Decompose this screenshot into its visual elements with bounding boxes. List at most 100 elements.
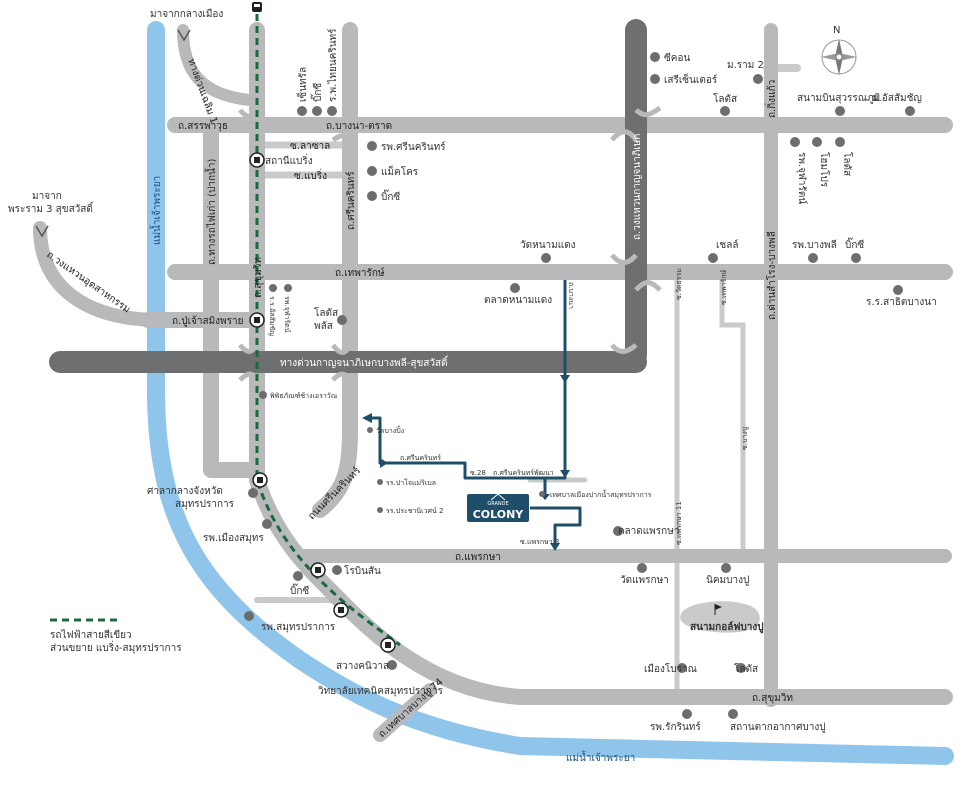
poi-dots (244, 52, 915, 719)
poi-bigc-3: บิ๊กซี (845, 237, 864, 251)
entry-arrow-icon (177, 29, 191, 42)
poi-golf: สนามกอล์ฟบางปู (690, 621, 764, 634)
road-sanphawut: ถ.สรรพาวุธ (178, 121, 228, 132)
poi-seri-center: เสรีเซ็นเตอร์ (664, 72, 718, 86)
legend-rail-line2: ส่วนขยาย แบริ่ง-สมุทรปราการ (50, 640, 182, 654)
from-rama3-line1: มาจาก (32, 191, 62, 202)
poi-robinson: โรบินสัน (344, 564, 381, 577)
road-soi-wat-thamma: ซ.วัดธรรม (675, 268, 683, 300)
train-stations (249, 2, 396, 653)
poi-city-hall-1: ศาลากลางจังหวัด (147, 486, 223, 497)
arrow-icon (560, 470, 570, 478)
road-soi-bangpu: ซ.บางปู (741, 426, 749, 450)
poi-hosp-samut: รพ.สมุทรปราการ (261, 622, 336, 633)
poi-tech-college: วิทยาลัยเทคนิคสมุทรปราการ (318, 686, 444, 697)
from-rama3-line2: พระราม 3 สุขสวัสดิ์ (8, 201, 94, 215)
poi-bigc-2: บิ๊กซี (381, 189, 400, 203)
entry-arrow-icon (35, 225, 49, 238)
poi-nikhom: นิคมบางปู (706, 575, 749, 586)
poi-lotus-2: โลตัส (841, 152, 854, 176)
main-roads (33, 22, 953, 742)
poi-wat-phraeksa: วัดแพรกษา (620, 575, 669, 586)
poi-market-nam-daeng: ตลาดหนามแดง (484, 295, 552, 306)
poi-central: เซ็นทรัล (295, 67, 309, 102)
train-icon (249, 152, 265, 168)
road-soi-phraeksa-3: ซ.แพรกษา 3 (520, 538, 559, 546)
poi-school-pracha: รร.ประชานิเวศน์ 2 (386, 507, 443, 515)
poi-lotus-plus-1: โลตัส (314, 306, 338, 319)
poi-lotus-3: โลตัส (734, 662, 758, 675)
route-arrows (362, 375, 570, 551)
compass-rose-icon (821, 39, 857, 75)
road-soi-11: ซ.แพรกษา 11 (675, 501, 683, 545)
river-label-vertical: แม่น้ำเจ้าพระยา (149, 176, 163, 245)
poi-bigc-1: บิ๊กซี (310, 83, 324, 102)
road-theparak: ถ.เทพารักษ์ (335, 267, 385, 279)
local-roads (254, 64, 801, 703)
poi-municipal: เทศบาลเมืองปากน้ำสมุทรปราการ (550, 488, 652, 499)
train-icon (380, 637, 396, 653)
poi-hosp-srinakarin: รพ.ศรีนครินทร์ (381, 141, 446, 153)
road-soi-28: ซ.28 (470, 469, 486, 477)
poi-savan-khaniwat: สวางคนิวาส (336, 661, 389, 672)
poi-hosp-chula-2: รพ.จุฬารัตน์ (283, 296, 291, 333)
station-label-baering: สถานีแบริ่ง (265, 153, 313, 167)
arrow-icon (560, 375, 570, 383)
legend: รถไฟฟ้าสายสีเขียว ส่วนขยาย แบริ่ง-สมุทรป… (50, 618, 182, 654)
arrow-icon (362, 413, 372, 423)
road-srinakarin: ถ.ศรีนครินทร์ (345, 171, 357, 230)
poi-school-sanoi: ร.ร.อัสสัมชัญ (268, 296, 276, 336)
project-name: COLONY (473, 508, 525, 521)
poi-lotus-plus-2: พลัส (314, 321, 333, 332)
road-bangna-trat: ถ.บางนา-ตราด (326, 121, 392, 132)
golf-flag-icon (714, 604, 722, 615)
road-kingkaew-bangplee: ถ.ด่านสำโรง-บางพลี (765, 231, 778, 320)
bts-green-line (255, 14, 401, 647)
road-kingkaew: ถ.กิ่งแก้ว (764, 80, 778, 118)
poi-bigc-4: บิ๊กซี (290, 583, 309, 597)
train-icon (252, 2, 262, 12)
house-logo-icon (490, 493, 506, 501)
golf-course-area (680, 601, 760, 633)
train-icon (252, 472, 268, 488)
poi-hosp-rak: รพ.รักรินทร์ (650, 721, 701, 733)
poi-hosp-bangplee: รพ.บางพลี (792, 239, 837, 251)
poi-school-mae: รร.ปาโจแม่ริเบล (386, 478, 436, 487)
poi-wat-nam-daeng: วัดหนามแดง (520, 240, 576, 251)
poi-ancient-city: เมืองโบราณ (644, 662, 697, 675)
train-icon (333, 602, 349, 618)
compass-north: N (833, 25, 840, 36)
road-kanchanaphisek: ถ.วงแหวนกาญจนาภิเษก (632, 134, 643, 240)
road-soi-phatthana: ถ.ศรีนครินทร์พัฒนา (493, 469, 554, 477)
poi-makro: แม็คโคร (381, 164, 419, 178)
train-icon (310, 562, 326, 578)
road-phraeksa: ถ.แพรกษา (455, 552, 501, 563)
poi-hosp-mueang: รพ.เมืองสมุทร (203, 532, 264, 544)
poi-market-phraeksa: ตลาดแพรกษา (618, 526, 679, 537)
poi-wat-bang-ping: วัดบางปิ้ง (376, 424, 404, 435)
arrow-icon (550, 543, 560, 551)
river-label-horizontal: แม่น้ำเจ้าพระยา (566, 750, 635, 764)
poi-city-hall-2: สมุทรปราการ (175, 499, 235, 510)
road-soi-theparak: ซ.เทพารักษ์ (720, 269, 728, 305)
road-taiban: ถ.ทางรถไฟเก่า (ปากน้ำ) (204, 159, 218, 265)
poi-hosp-thai-nakarin: ร.พ.ไทยนครินทร์ (327, 28, 339, 102)
poi-assumption: ม.อัสสัมชัญ (872, 93, 922, 104)
poi-hosp-chularat: รพ.จุฬารัตน์ (796, 152, 808, 204)
project-brand-small: GRANDE (487, 501, 508, 507)
poi-air-force: สถานตากอากาศบางปู (730, 722, 826, 733)
road-lasalle: ซ.ลาซาล (290, 141, 330, 152)
poi-seacon: ซีคอน (664, 52, 690, 64)
arrow-icon (380, 458, 388, 468)
road-sukhumvit-vertical: ถ.สุขุมวิท (253, 257, 264, 298)
poi-suvarnabhumi: สนามบินสุวรรณภูมิ (797, 93, 880, 104)
river-chaophraya (147, 21, 954, 765)
road-puchao: ถ.ปู่เจ้าสมิงพราย (172, 315, 244, 327)
poi-shell: เชลล์ (716, 239, 738, 251)
road-sukhumvit-horizontal: ถ.สุขุมวิท (752, 693, 793, 704)
road-baering: ซ.แบริ่ง (294, 168, 327, 182)
road-expressway-south: ทางด่วนกาญจนาภิเษกบางพลี-สุขสวัสดิ์ (280, 355, 449, 369)
poi-lotus-1: โลตัส (713, 92, 737, 105)
from-center-label: มาจากกลางเมือง (150, 8, 223, 20)
